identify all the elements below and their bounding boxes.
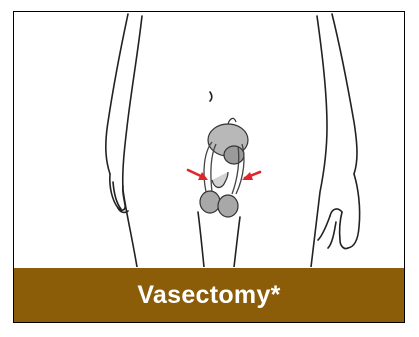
vasectomy-card: Vasectomy* — [13, 11, 405, 323]
method-title: Vasectomy* — [137, 281, 280, 310]
vasectomy-illustration — [14, 12, 404, 267]
caption-bar: Vasectomy* — [14, 268, 404, 322]
reproductive-organs — [200, 118, 248, 217]
